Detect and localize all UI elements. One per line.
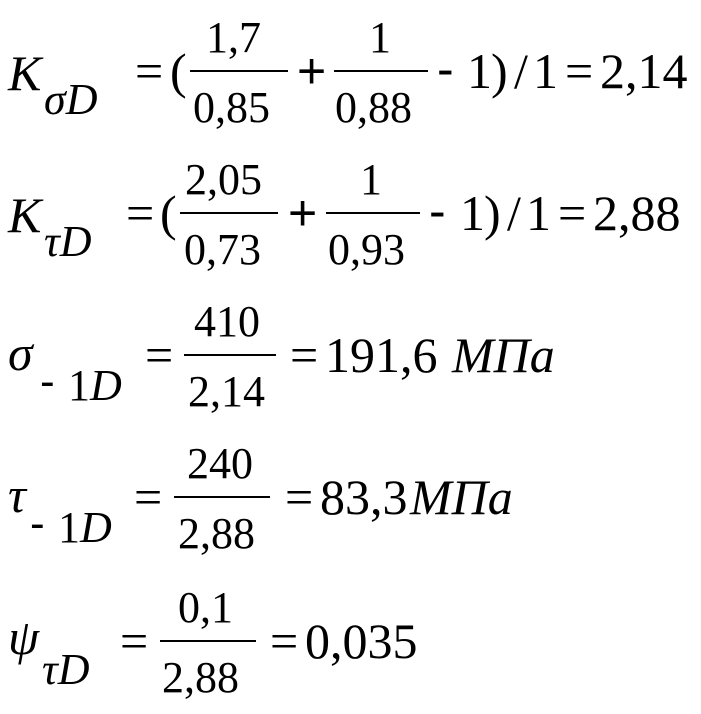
equals-sign: =: [120, 613, 149, 669]
equation-tau-minus-1d: τ - 1 D = 240 2,88 = 83,3 МПа: [0, 426, 701, 566]
equation-sigma-minus-1d: σ - 1 D = 410 2,14 = 191,6 МПа: [0, 284, 701, 424]
fraction-1-bar: [190, 70, 288, 72]
subscript-one: 1: [68, 361, 90, 410]
divisor: 1: [533, 43, 558, 99]
equals-sign: =: [145, 327, 174, 383]
unit: МПа: [410, 469, 513, 525]
minus-sign: -: [429, 183, 446, 239]
equals-sign: =: [134, 469, 163, 525]
fraction-2-bar: [326, 212, 420, 214]
symbol: K: [8, 187, 42, 243]
equals-sign-2: =: [565, 43, 594, 99]
fraction-bar: [184, 354, 276, 356]
equals-sign: =: [126, 185, 155, 241]
fraction-1-numerator: 1,7: [206, 13, 261, 62]
subscript: σD: [44, 75, 98, 124]
fraction-2-denominator: 0,93: [328, 225, 405, 274]
result: 0,035: [305, 613, 418, 669]
symbol: τ: [8, 467, 26, 523]
slash: /: [507, 185, 521, 241]
equation-k-sigma-d: K σD = ( 1,7 0,85 + 1 0,88 - 1 ) / 1 = 2…: [0, 0, 701, 140]
slash: /: [514, 43, 528, 99]
equation-k-tau-d: K τD = ( 2,05 0,73 + 1 0,93 - 1 ) / 1 = …: [0, 142, 701, 282]
fraction-1-numerator: 2,05: [185, 155, 262, 204]
plus-sign: +: [288, 185, 318, 241]
fraction-1-denominator: 0,73: [184, 225, 261, 274]
equals-sign-2: =: [270, 613, 299, 669]
fraction-denominator: 2,88: [162, 653, 239, 702]
minus-sign: -: [437, 41, 454, 97]
equation-psi-tau-d: ψ τD = 0,1 2,88 = 0,035: [0, 568, 701, 708]
fraction-denominator: 2,88: [178, 509, 255, 558]
subscript-minus: -: [30, 499, 45, 548]
fraction-2-denominator: 0,88: [335, 83, 412, 132]
divisor: 1: [526, 185, 551, 241]
fraction-1-bar: [180, 212, 278, 214]
subscript-d: D: [80, 503, 112, 552]
symbol: σ: [8, 325, 33, 381]
plus-sign: +: [297, 43, 327, 99]
subscript: τD: [42, 645, 90, 694]
fraction-numerator: 410: [194, 297, 260, 346]
left-paren: (: [170, 43, 187, 99]
left-paren: (: [160, 185, 177, 241]
unit: МПа: [452, 327, 555, 383]
one: 1: [460, 185, 485, 241]
subscript-minus: -: [40, 357, 55, 406]
fraction-2-bar: [334, 70, 428, 72]
right-paren: ): [491, 43, 508, 99]
result: 191,6: [325, 327, 438, 383]
fraction-numerator: 0,1: [178, 583, 233, 632]
fraction-1-denominator: 0,85: [193, 83, 270, 132]
right-paren: ): [484, 185, 501, 241]
equals-sign: =: [135, 43, 164, 99]
fraction-denominator: 2,14: [188, 367, 265, 416]
result: 2,88: [593, 185, 681, 241]
subscript-d: D: [90, 361, 122, 410]
fraction-numerator: 240: [187, 439, 253, 488]
symbol: ψ: [8, 609, 40, 665]
fraction-bar: [174, 496, 270, 498]
equals-sign-2: =: [290, 327, 319, 383]
equals-sign-2: =: [285, 469, 314, 525]
result: 83,3: [320, 469, 408, 525]
fraction-2-numerator: 1: [360, 155, 382, 204]
equals-sign-2: =: [558, 185, 587, 241]
fraction-2-numerator: 1: [369, 13, 391, 62]
result: 2,14: [600, 43, 688, 99]
symbol: K: [8, 45, 42, 101]
subscript: τD: [44, 217, 92, 266]
one: 1: [467, 43, 492, 99]
fraction-bar: [160, 640, 256, 642]
subscript-one: 1: [58, 503, 80, 552]
